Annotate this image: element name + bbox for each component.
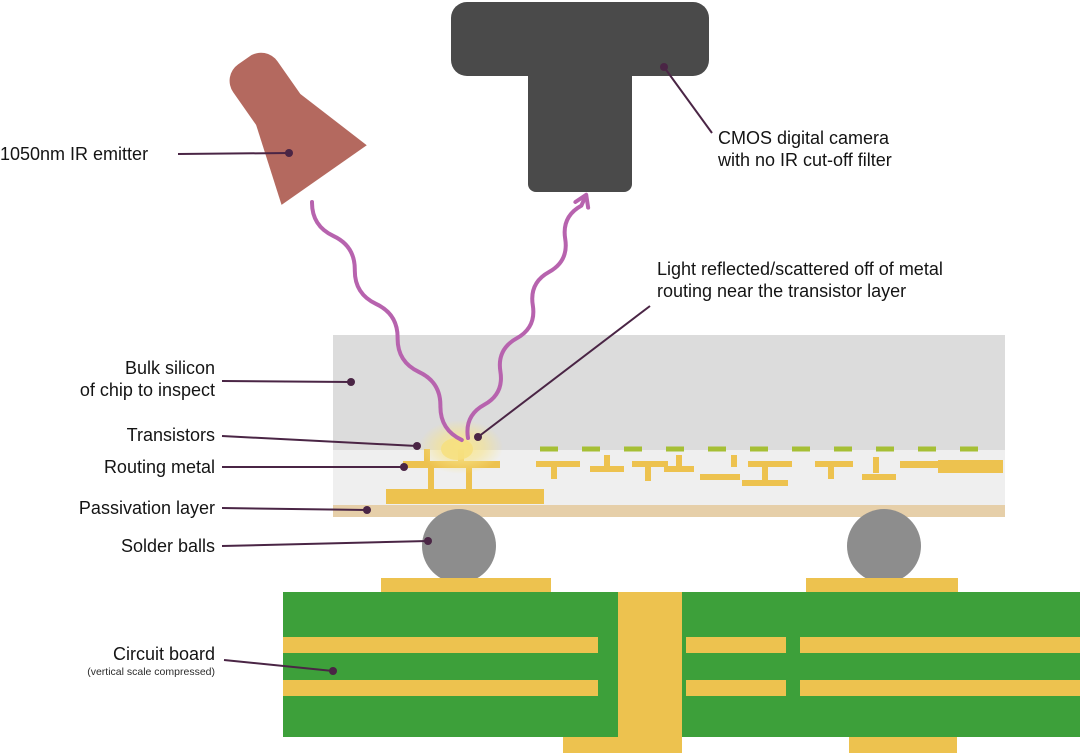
metal-trace [862,474,896,480]
reflection-label-line2: routing near the transistor layer [657,281,907,301]
pointer-line-bulk-silicon [221,380,352,383]
camera-body [451,2,709,76]
reflection-glow-core [441,438,473,460]
bulk-silicon-label-line2: of chip to inspect [79,380,215,400]
camera-label-line1: CMOS digital camera [718,128,890,148]
metal-trace [536,461,580,467]
metal-trace [386,489,544,504]
metal-trace [938,460,1003,473]
camera-label-line2: with no IR cut-off filter [718,150,892,170]
metal-trace [742,480,788,486]
ir-emitter [229,52,367,205]
pointer-line-emitter [177,152,290,155]
board-trace [283,637,598,653]
camera-lens-barrel [528,60,632,192]
pointer-dot [474,433,482,441]
routing-metal-label: Routing metal [104,456,215,478]
metal-trace [731,455,737,467]
bulk-silicon-label-line1: Bulk silicon [124,358,215,378]
pointer-dot [363,506,371,514]
camera [451,2,709,192]
board-pad [849,737,957,753]
metal-trace [762,467,768,481]
metal-trace [466,468,472,489]
ir-emitter-head [256,94,367,205]
pointer-dot [400,463,408,471]
pointer-line-transistors [221,435,418,447]
metal-trace [428,468,434,489]
metal-trace [748,461,792,467]
solder-ball-left [422,509,496,583]
reflected-ir-beam [465,192,591,440]
circuit-board [283,578,1080,753]
transistors-label: Transistors [127,424,215,446]
pointer-dot [347,378,355,386]
metal-trace [551,467,557,479]
board-pad [381,578,551,592]
routing-metal-label-text: Routing metal [103,457,215,477]
metal-trace [664,466,694,472]
metal-trace [676,455,682,467]
metal-trace [815,461,853,467]
reflection-label: Light reflected/scattered off of metal r… [657,258,943,302]
board-trace [686,637,786,653]
pointer-dot [424,537,432,545]
reflection-label-line1: Light reflected/scattered off of metal [657,259,943,279]
pointer-dot [285,149,293,157]
pointer-dot [413,442,421,450]
passivation-label: Passivation layer [79,497,215,519]
passivation-strip [333,505,1005,517]
metal-trace [873,457,879,473]
circuit-board-label-text: Circuit board [112,644,215,664]
pointer-dots [285,63,668,675]
incident-ir-beam [309,200,464,442]
transistors-label-text: Transistors [126,425,215,445]
pointer-line-circuit-board [223,659,334,672]
metal-trace [632,461,668,467]
pointer-lines [177,66,713,672]
board-trace [283,680,598,696]
pointer-line-camera [663,66,713,134]
metal-trace [700,474,740,480]
board-copper-traces [283,578,1080,753]
emitter-label-text: 1050nm IR emitter [0,144,149,164]
pointer-line-solder-balls [221,540,429,547]
solder-ball-right [847,509,921,583]
bulk-silicon-label: Bulk silicon of chip to inspect [80,357,215,401]
board-trace [800,637,1080,653]
metal-trace [590,466,624,472]
pointer-dot [660,63,668,71]
emitter-label: 1050nm IR emitter [0,143,170,165]
metal-trace [828,467,834,479]
circuit-board-label: Circuit board (vertical scale compressed… [87,643,215,679]
board-via-column [618,592,682,753]
solder-balls [422,509,921,583]
board-trace [800,680,1080,696]
camera-label: CMOS digital camera with no IR cut-off f… [718,127,892,171]
solder-balls-label-text: Solder balls [120,536,215,556]
solder-balls-label: Solder balls [121,535,215,557]
routing-metal-traces [386,449,1003,504]
metal-trace [900,461,940,468]
pointer-line-passivation [221,507,368,511]
board-pad [563,737,662,753]
metal-trace [604,455,610,467]
board-pad [806,578,958,592]
passivation-label-text: Passivation layer [78,498,215,518]
pointer-dot [329,667,337,675]
chip-cross-section [333,335,1005,517]
board-trace [686,680,786,696]
pointer-line-reflection [477,305,651,438]
light-beams [309,192,591,442]
circuit-board-note: (vertical scale compressed) [87,666,215,678]
metal-trace [645,467,651,481]
